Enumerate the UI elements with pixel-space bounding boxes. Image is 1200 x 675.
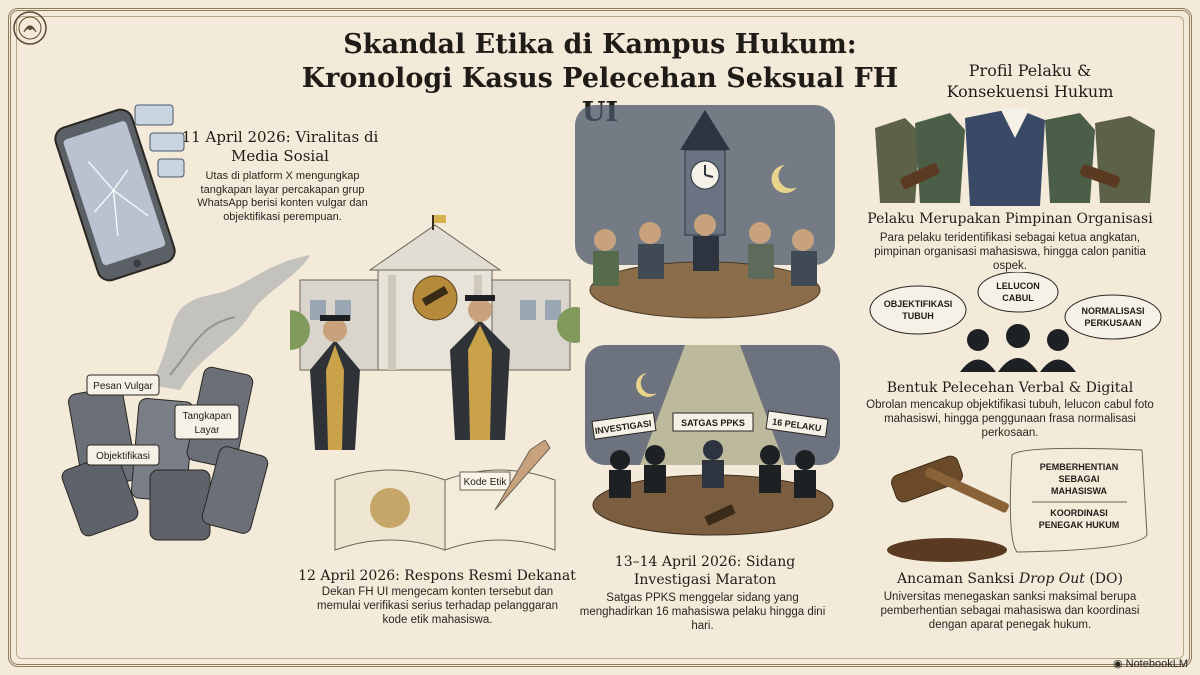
speech-bubbles-illustration: OBJEKTIFIKASI TUBUH LELUCON CABUL NORMAL…	[869, 272, 1162, 372]
profile-3-heading-em: Drop Out	[1018, 571, 1085, 587]
smoke-swirl-illustration	[150, 255, 310, 390]
scroll-text-3: MAHASISWA	[1051, 486, 1108, 496]
bubble-joke-1: LELUCON	[996, 281, 1040, 291]
brand-label: NotebookLM	[1125, 657, 1188, 670]
scroll-text-2: SEBAGAI	[1058, 474, 1099, 484]
law-faculty-building-illustration	[290, 215, 580, 450]
book-title-label: Kode Etik	[464, 477, 508, 488]
investigation-hearing-illustration: INVESTIGASI SATGAS PPKS 16 PELAKU	[585, 345, 840, 536]
profile-1-heading: Pelaku Merupakan Pimpinan Organisasi	[867, 211, 1153, 227]
bubble-joke-2: CABUL	[1002, 293, 1034, 303]
profile-1-body: Para pelaku teridentifikasi sebagai ketu…	[874, 232, 1146, 272]
chat-label-vulgar: Pesan Vulgar	[93, 381, 153, 392]
profile-section-title: Profil Pelaku & Konsekuensi Hukum	[930, 60, 1130, 102]
page-title-line1: Skandal Etika di Kampus Hukum:	[343, 29, 857, 60]
notebooklm-icon: ◉	[1113, 658, 1123, 670]
bubble-normalization-2: PERKUSAAN	[1084, 318, 1141, 328]
scroll-text-4: KOORDINASI	[1050, 508, 1108, 518]
bubble-normalization-1: NORMALISASI	[1082, 306, 1145, 316]
timeline-1-heading: 11 April 2026: Viralitas di Media Sosial	[181, 128, 379, 165]
ornamental-frame-inner	[16, 16, 1184, 659]
profile-3-heading: Ancaman Sanksi Drop Out (DO)	[860, 570, 1160, 588]
timeline-1-body: Utas di platform X mengungkap tangkapan …	[197, 170, 368, 223]
bubble-objectification-1: OBJEKTIFIKASI	[884, 299, 953, 309]
timeline-2-heading: 12 April 2026: Respons Resmi Dekanat	[298, 568, 576, 584]
profile-3-body: Universitas menegaskan sanksi maksimal b…	[880, 591, 1140, 631]
university-seal-icon	[13, 11, 47, 45]
scroll-text-5: PENEGAK HUKUM	[1039, 520, 1120, 530]
profile-3-heading-prefix: Ancaman Sanksi	[897, 571, 1019, 587]
scroll-text-1: PEMBERHENTIAN	[1040, 462, 1119, 472]
timeline-2-body: Dekan FH UI mengecam konten tersebut dan…	[317, 586, 558, 626]
clock-tower-meeting-illustration	[575, 105, 835, 319]
hearing-label-satgas: SATGAS PPKS	[681, 418, 745, 428]
phones-pile-illustration: Pesan Vulgar Tangkapan Layar Objektifika…	[61, 366, 269, 541]
suits-gavel-illustration	[875, 108, 1155, 206]
bubble-objectification-2: TUBUH	[902, 311, 934, 321]
chat-label-screenshot-2: Layar	[194, 425, 220, 436]
cracked-phone-illustration	[54, 104, 185, 282]
profile-title-line2: Konsekuensi Hukum	[946, 82, 1114, 101]
timeline-3-heading: 13–14 April 2026: Sidang Investigasi Mar…	[614, 554, 796, 588]
timeline-3-body: Satgas PPKS menggelar sidang yang mengha…	[579, 592, 826, 632]
ornamental-frame	[8, 8, 1192, 667]
chat-label-screenshot-1: Tangkapan	[183, 411, 232, 422]
profile-2-heading: Bentuk Pelecehan Verbal & Digital	[886, 380, 1134, 396]
brand-watermark: ◉ NotebookLM	[1113, 657, 1188, 671]
profile-title-line1: Profil Pelaku &	[968, 61, 1092, 80]
chat-label-objectification: Objektifikasi	[96, 451, 150, 462]
gavel-scroll-illustration: PEMBERHENTIAN SEBAGAI MAHASISWA KOORDINA…	[887, 447, 1148, 562]
profile-2-body: Obrolan mencakup objektifikasi tubuh, le…	[866, 399, 1154, 439]
profile-3-heading-suffix: (DO)	[1084, 571, 1123, 587]
code-of-ethics-book-illustration: Kode Etik	[334, 440, 556, 551]
